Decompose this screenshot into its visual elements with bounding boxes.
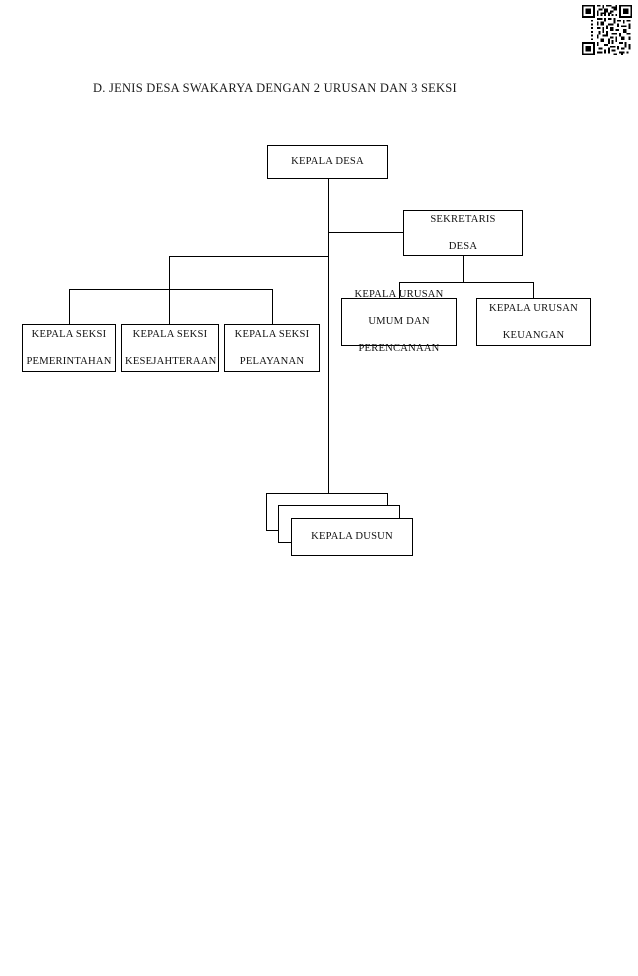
node-kepala-seksi-pelayanan-text: KEPALA SEKSI PELAYANAN (228, 328, 316, 368)
node-kepala-urusan-umum-line2: UMUM DAN (368, 316, 430, 328)
node-kepala-seksi-kesejahteraan-line2: KESEJAHTERAAN (125, 355, 217, 367)
node-kepala-seksi-kesejahteraan[interactable]: KEPALA SEKSI KESEJAHTERAAN (121, 324, 219, 372)
node-kepala-dusun-label: KEPALA DUSUN (311, 531, 393, 543)
connector-urusan-umum-drop (399, 281, 401, 299)
node-kepala-urusan-keuangan-line1: KEPALA URUSAN (488, 302, 579, 314)
node-kepala-urusan-umum-line1: KEPALA URUSAN (354, 289, 444, 301)
connector-seksi-upper (169, 255, 328, 257)
qr-code-icon (580, 3, 634, 57)
node-kepala-seksi-pelayanan-line2: PELAYANAN (239, 355, 305, 367)
node-kepala-urusan-umum-line3: PERENCANAAN (358, 343, 440, 355)
node-sekretaris-desa[interactable]: SEKRETARIS DESA (403, 210, 523, 256)
connector-urusan-keuangan-drop (533, 281, 535, 299)
node-sekretaris-desa-text: SEKRETARIS DESA (407, 213, 519, 253)
node-kepala-urusan-keuangan[interactable]: KEPALA URUSAN KEUANGAN (476, 298, 591, 346)
node-kepala-urusan-keuangan-text: KEPALA URUSAN KEUANGAN (480, 302, 587, 342)
node-kepala-seksi-pelayanan[interactable]: KEPALA SEKSI PELAYANAN (224, 324, 320, 372)
connector-trunk-main (327, 178, 329, 494)
node-kepala-seksi-pelayanan-line1: KEPALA SEKSI (234, 328, 310, 340)
node-kepala-seksi-pemerintahan-line1: KEPALA SEKSI (31, 328, 107, 340)
connector-urusan-bracket (399, 281, 534, 283)
connector-seksi-pemerintahan-drop (69, 288, 71, 325)
node-kepala-desa[interactable]: KEPALA DESA (267, 145, 388, 179)
connector-seksi-upper-drop (169, 255, 171, 325)
node-kepala-desa-label: KEPALA DESA (291, 156, 364, 168)
connector-to-sekretaris (327, 232, 404, 234)
node-sekretaris-desa-line1: SEKRETARIS (430, 213, 496, 225)
node-kepala-urusan-umum-text: KEPALA URUSAN UMUM DAN PERENCANAAN (345, 288, 453, 355)
node-kepala-seksi-pemerintahan[interactable]: KEPALA SEKSI PEMERINTAHAN (22, 324, 116, 372)
node-sekretaris-desa-line2: DESA (448, 240, 478, 252)
connector-sekretaris-drop (462, 256, 464, 282)
node-kepala-seksi-kesejahteraan-line1: KEPALA SEKSI (132, 328, 208, 340)
node-kepala-seksi-kesejahteraan-text: KEPALA SEKSI KESEJAHTERAAN (125, 328, 217, 368)
node-kepala-seksi-pemerintahan-text: KEPALA SEKSI PEMERINTAHAN (26, 328, 112, 368)
connector-seksi-pelayanan-drop (272, 288, 274, 325)
node-kepala-urusan-umum[interactable]: KEPALA URUSAN UMUM DAN PERENCANAAN (341, 289, 457, 354)
node-kepala-dusun[interactable]: KEPALA DUSUN (291, 518, 413, 556)
page-title: D. JENIS DESA SWAKARYA DENGAN 2 URUSAN D… (93, 81, 457, 95)
connector-seksi-bracket (69, 288, 273, 290)
node-kepala-urusan-keuangan-line2: KEUANGAN (502, 329, 565, 341)
node-kepala-seksi-pemerintahan-line2: PEMERINTAHAN (26, 355, 112, 367)
